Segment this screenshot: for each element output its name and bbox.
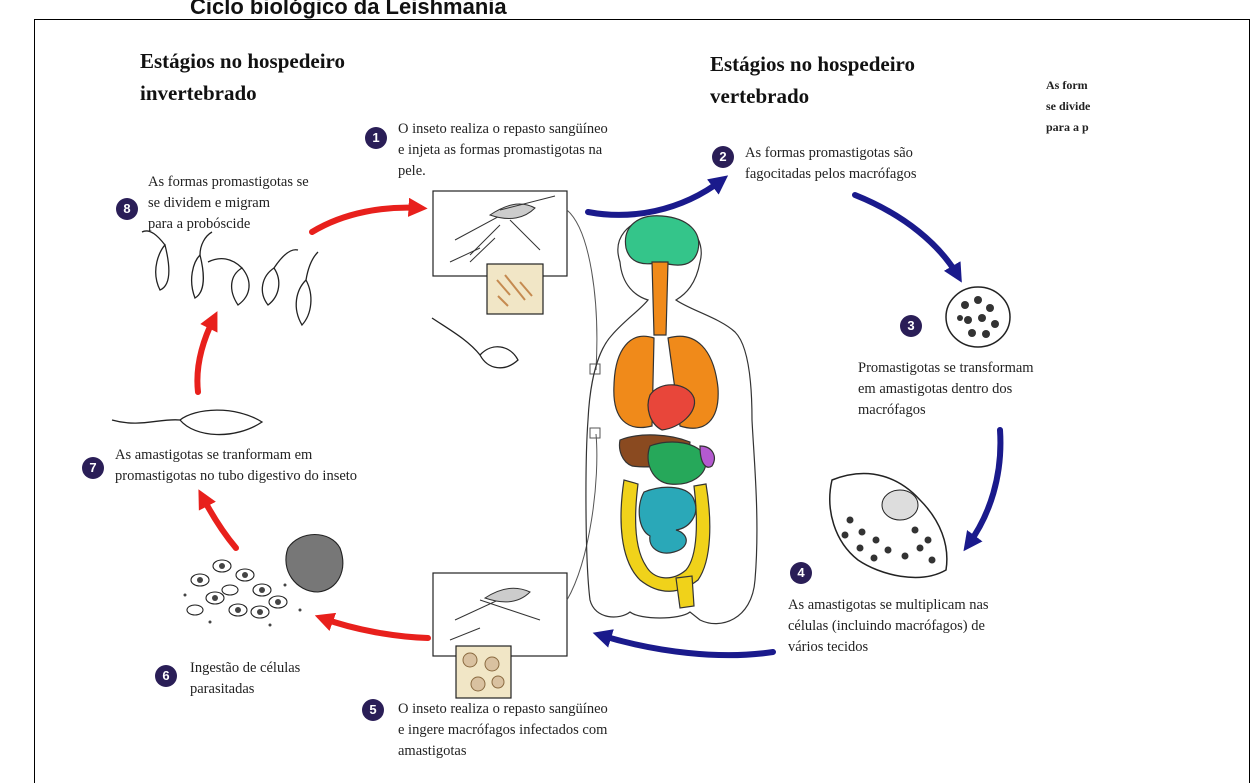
step-4-badge: 4 xyxy=(790,562,812,584)
infected-cell xyxy=(830,474,947,578)
colon-tail xyxy=(676,576,694,608)
step-5-line3: amastigotas xyxy=(398,741,698,762)
step-1-line1: O inseto realiza o repasto sangüíneo xyxy=(398,119,698,140)
step-3-text: Promastigotas se transformam em amastigo… xyxy=(858,358,1108,421)
trachea xyxy=(652,262,668,335)
arrow-7-to-8 xyxy=(197,318,214,392)
step-2-line2: fagocitadas pelos macrófagos xyxy=(745,164,1005,185)
step-4-text: As amastigotas se multiplicam nas célula… xyxy=(788,595,1078,658)
heading-vertebrate: Estágios no hospedeiro vertebrado xyxy=(710,48,915,112)
step-7-line1: As amastigotas se tranformam em xyxy=(115,445,455,466)
step-3-badge: 3 xyxy=(900,315,922,337)
promastigote-single xyxy=(432,318,518,368)
step-8-text: As formas promastigotas se se dividem e … xyxy=(148,172,388,235)
step-5-badge: 5 xyxy=(362,699,384,721)
step-6-line2: parasitadas xyxy=(190,679,390,700)
stomach xyxy=(648,442,706,484)
step-5-line1: O inseto realiza o repasto sangüíneo xyxy=(398,699,698,720)
step-3-line2: em amastigotas dentro dos xyxy=(858,379,1108,400)
step-8-badge: 8 xyxy=(116,198,138,220)
step-1-line2: e injeta as formas promastigotas na xyxy=(398,140,698,161)
step-1-text: O inseto realiza o repasto sangüíneo e i… xyxy=(398,119,698,182)
arrow-6-to-7 xyxy=(202,496,236,548)
clipped-text-fragment: As form se divide para a p xyxy=(1046,75,1102,145)
step-7-badge: 7 xyxy=(82,457,104,479)
step-6-text: Ingestão de células parasitadas xyxy=(190,658,390,700)
step-1-badge: 1 xyxy=(365,127,387,149)
step-6-line1: Ingestão de células xyxy=(190,658,390,679)
small-intestine xyxy=(639,487,696,553)
step-7-text: As amastigotas se tranformam em promasti… xyxy=(115,445,455,487)
step-2-text: As formas promastigotas são fagocitadas … xyxy=(745,143,1005,185)
step-2-badge: 2 xyxy=(712,146,734,168)
heading-invertebrate-line1: Estágios no hospedeiro xyxy=(140,45,345,77)
step-4-line3: vários tecidos xyxy=(788,637,1078,658)
step-5-text: O inseto realiza o repasto sangüíneo e i… xyxy=(398,699,698,762)
fragment-line2: se divide xyxy=(1046,96,1102,117)
human-body xyxy=(586,216,757,624)
insect-panel-bottom xyxy=(433,573,567,698)
heading-invertebrate: Estágios no hospedeiro invertebrado xyxy=(140,45,345,109)
fragment-line1: As form xyxy=(1046,75,1102,96)
ingested-cells xyxy=(184,535,343,627)
step-8-line1: As formas promastigotas se xyxy=(148,172,388,193)
arrow-5-to-6 xyxy=(322,618,428,638)
pointer-lines xyxy=(567,210,600,600)
fragment-line3: para a p xyxy=(1046,117,1102,138)
promastigotes-group xyxy=(142,231,318,325)
brain xyxy=(625,216,698,265)
step-3-line1: Promastigotas se transformam xyxy=(858,358,1108,379)
step-5-line2: e ingere macrófagos infectados com xyxy=(398,720,698,741)
arrow-4-to-5 xyxy=(600,635,773,655)
step-7-line2: promastigotas no tubo digestivo do inset… xyxy=(115,466,455,487)
step-4-line2: células (incluindo macrófagos) de xyxy=(788,616,1078,637)
arrow-1-to-2 xyxy=(588,180,722,215)
arrow-2-to-3 xyxy=(855,195,958,276)
step-2-line1: As formas promastigotas são xyxy=(745,143,1005,164)
heading-vertebrate-line2: vertebrado xyxy=(710,80,915,112)
heading-vertebrate-line1: Estágios no hospedeiro xyxy=(710,48,915,80)
step-8-line3: para a probóscide xyxy=(148,214,388,235)
step-4-line1: As amastigotas se multiplicam nas xyxy=(788,595,1078,616)
insect-panel-top xyxy=(433,191,567,314)
step-6-badge: 6 xyxy=(155,665,177,687)
step-1-line3: pele. xyxy=(398,161,698,182)
arrow-3-to-4 xyxy=(968,430,1000,545)
step-8-line2: se dividem e migram xyxy=(148,193,388,214)
macrophage-cell xyxy=(946,287,1010,347)
step-3-line3: macrófagos xyxy=(858,400,1108,421)
lung-left xyxy=(614,336,654,427)
heading-invertebrate-line2: invertebrado xyxy=(140,77,345,109)
promastigote-elongated xyxy=(112,410,262,434)
